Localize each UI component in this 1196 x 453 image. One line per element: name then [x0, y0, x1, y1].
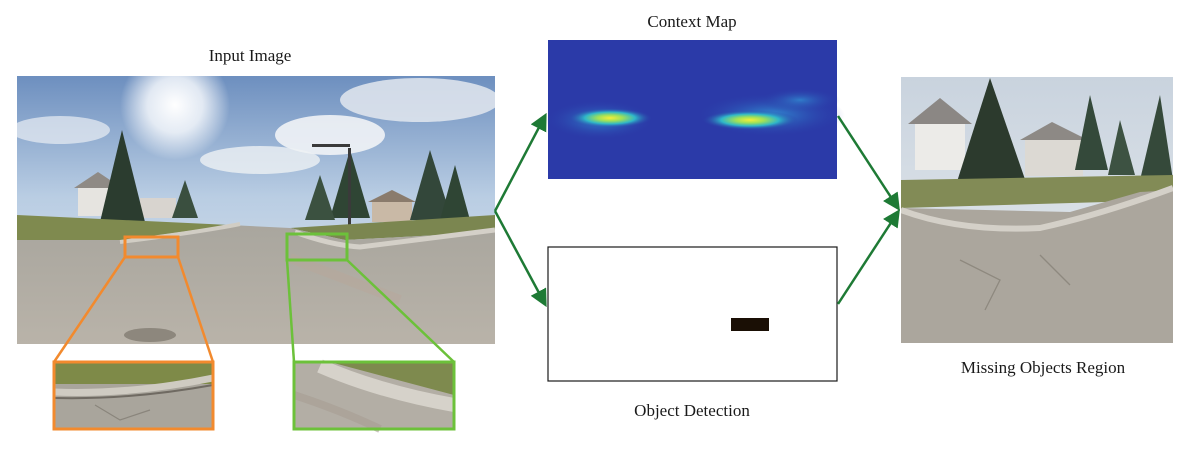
arrow-context-to-output — [836, 115, 900, 211]
zoom-line-left-b — [176, 256, 215, 363]
input-image-label: Input Image — [208, 46, 292, 65]
highlight-box-left — [123, 235, 180, 259]
object-detection-label: Object Detection — [634, 401, 750, 420]
context-map-label: Context Map — [647, 12, 737, 31]
zoom-line-left-a — [52, 256, 127, 363]
missing-objects-region-image — [901, 77, 1173, 343]
missing-objects-region-label: Missing Objects Region — [960, 358, 1126, 377]
object-detection-map — [547, 246, 838, 382]
arrow-input-to-detection — [493, 210, 547, 308]
highlight-box-right — [285, 232, 349, 262]
context-map-heatmap — [545, 40, 845, 179]
arrow-input-to-context — [493, 112, 547, 212]
zoom-crop-right — [292, 359, 456, 433]
zoom-crop-left — [52, 360, 215, 431]
zoom-line-right-a — [285, 259, 296, 363]
detected-object-marker — [731, 318, 769, 331]
arrow-detection-to-output — [836, 209, 900, 305]
zoom-line-right-b — [346, 259, 455, 363]
input-image — [17, 76, 495, 344]
